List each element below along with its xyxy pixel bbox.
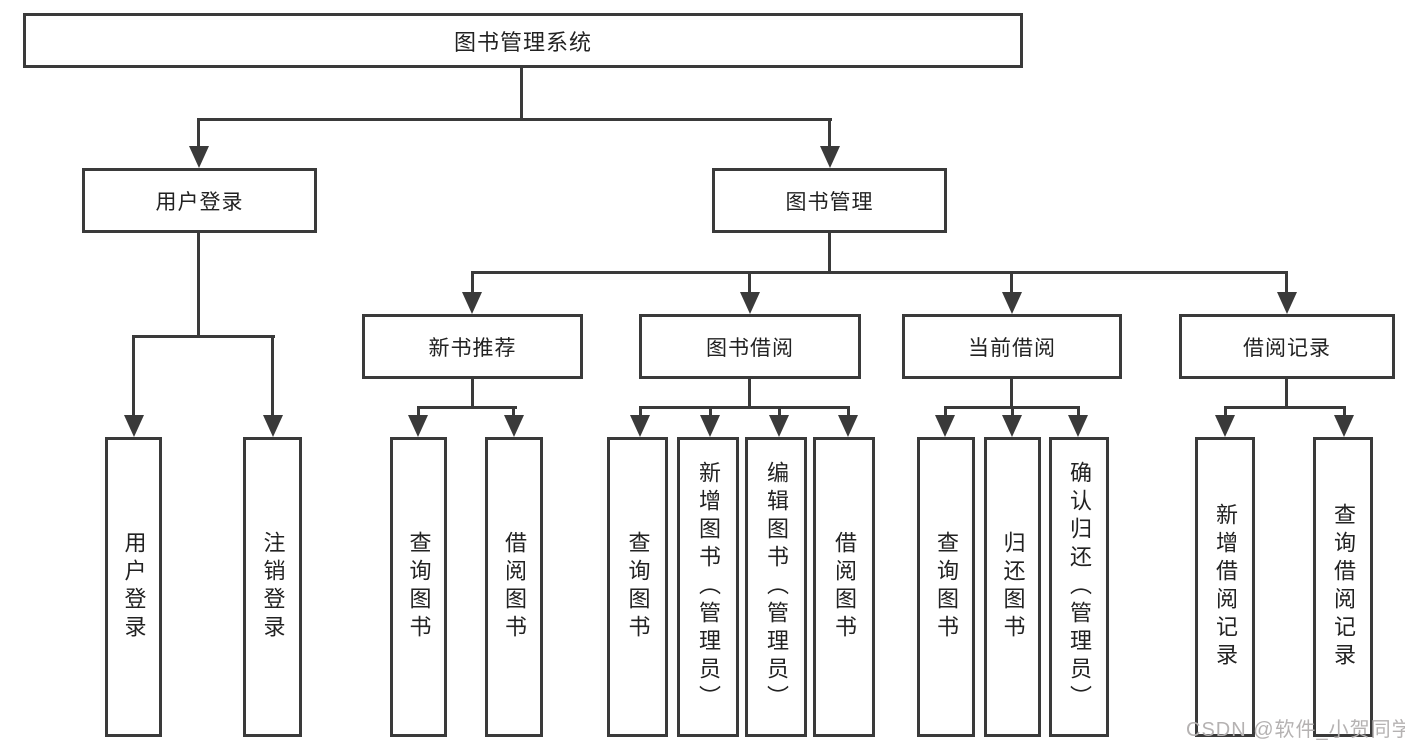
- connector-vline: [1010, 379, 1013, 408]
- leaf-edit-books-admin-label: 编辑图书（管理员）: [764, 461, 789, 713]
- connector-hline: [1225, 406, 1345, 409]
- csdn-watermark: CSDN @软件_小贺同学: [1186, 719, 1405, 741]
- leaf-query-books-current-label: 查询图书: [934, 531, 959, 643]
- arrowhead-down-icon: [408, 415, 428, 437]
- node-current-borrowing-label: 当前借阅: [968, 336, 1056, 360]
- connector-vline: [520, 68, 523, 120]
- leaf-logout-login-label: 注销登录: [260, 531, 286, 643]
- connector-vline: [197, 118, 200, 150]
- arrowhead-down-icon: [1277, 292, 1297, 314]
- connector-vline: [271, 335, 274, 417]
- connector-vline: [1224, 406, 1227, 417]
- leaf-add-books-admin-label: 新增图书（管理员）: [696, 461, 721, 713]
- node-borrow-records-label: 借阅记录: [1243, 336, 1331, 360]
- arrowhead-down-icon: [462, 292, 482, 314]
- node-user-login: 用户登录: [82, 168, 317, 233]
- node-book-borrowing: 图书借阅: [639, 314, 861, 379]
- arrowhead-down-icon: [1215, 415, 1235, 437]
- connector-vline: [748, 271, 751, 294]
- connector-vline: [1343, 406, 1346, 417]
- node-new-book-recommend-label: 新书推荐: [428, 336, 517, 360]
- connector-vline: [512, 406, 515, 417]
- connector-vline: [471, 379, 474, 408]
- connector-vline: [471, 271, 474, 294]
- leaf-user-login-label: 用户登录: [121, 531, 147, 643]
- connector-vline: [778, 406, 781, 417]
- leaf-query-books-recommend: 查询图书: [390, 437, 447, 737]
- connector-vline: [417, 406, 420, 417]
- node-user-login-label: 用户登录: [155, 190, 244, 214]
- connector-vline: [748, 379, 751, 408]
- arrowhead-down-icon: [1002, 415, 1022, 437]
- connector-vline: [709, 406, 712, 417]
- arrowhead-down-icon: [1334, 415, 1354, 437]
- leaf-add-borrow-record: 新增借阅记录: [1195, 437, 1255, 737]
- leaf-borrow-books-borrowing-label: 借阅图书: [832, 531, 857, 643]
- arrowhead-down-icon: [740, 292, 760, 314]
- leaf-query-borrow-record: 查询借阅记录: [1313, 437, 1373, 737]
- connector-hline: [197, 118, 832, 121]
- arrowhead-down-icon: [700, 415, 720, 437]
- connector-hline: [471, 271, 1288, 274]
- arrowhead-down-icon: [124, 415, 144, 437]
- leaf-borrow-books-recommend-label: 借阅图书: [502, 531, 527, 643]
- leaf-user-login: 用户登录: [105, 437, 162, 737]
- arrowhead-down-icon: [1002, 292, 1022, 314]
- connector-hline: [132, 335, 275, 338]
- arrowhead-down-icon: [189, 146, 209, 168]
- leaf-confirm-return-admin-label: 确认归还（管理员）: [1067, 461, 1092, 713]
- connector-vline: [132, 335, 135, 417]
- connector-hline: [640, 406, 849, 409]
- leaf-confirm-return-admin: 确认归还（管理员）: [1049, 437, 1109, 737]
- leaf-query-books-borrowing-label: 查询图书: [625, 531, 651, 643]
- node-current-borrowing: 当前借阅: [902, 314, 1122, 379]
- node-new-book-recommend: 新书推荐: [362, 314, 583, 379]
- arrowhead-down-icon: [935, 415, 955, 437]
- leaf-add-books-admin: 新增图书（管理员）: [677, 437, 739, 737]
- node-book-borrowing-label: 图书借阅: [706, 336, 794, 360]
- leaf-borrow-books-recommend: 借阅图书: [485, 437, 543, 737]
- leaf-add-borrow-record-label: 新增借阅记录: [1213, 503, 1238, 671]
- node-book-management-label: 图书管理: [785, 190, 874, 214]
- leaf-query-books-recommend-label: 查询图书: [406, 531, 432, 643]
- arrowhead-down-icon: [1068, 415, 1088, 437]
- node-library-system: 图书管理系统: [23, 13, 1023, 68]
- connector-vline: [828, 118, 831, 150]
- connector-vline: [1077, 406, 1080, 417]
- connector-vline: [847, 406, 850, 417]
- leaf-query-books-borrowing: 查询图书: [607, 437, 668, 737]
- arrowhead-down-icon: [769, 415, 789, 437]
- leaf-return-books-label: 归还图书: [1000, 531, 1026, 643]
- connector-vline: [944, 406, 947, 417]
- leaf-return-books: 归还图书: [984, 437, 1041, 737]
- arrowhead-down-icon: [630, 415, 650, 437]
- connector-vline: [828, 233, 831, 274]
- node-book-management: 图书管理: [712, 168, 947, 233]
- arrowhead-down-icon: [820, 146, 840, 168]
- connector-vline: [197, 233, 200, 337]
- connector-vline: [1011, 406, 1014, 417]
- connector-hline: [417, 406, 517, 409]
- node-borrow-records: 借阅记录: [1179, 314, 1395, 379]
- arrowhead-down-icon: [263, 415, 283, 437]
- connector-vline: [1285, 379, 1288, 408]
- connector-vline: [1010, 271, 1013, 294]
- leaf-borrow-books-borrowing: 借阅图书: [813, 437, 875, 737]
- node-library-system-label: 图书管理系统: [453, 29, 592, 55]
- leaf-logout-login: 注销登录: [243, 437, 302, 737]
- connector-vline: [639, 406, 642, 417]
- leaf-query-borrow-record-label: 查询借阅记录: [1331, 503, 1356, 671]
- arrowhead-down-icon: [504, 415, 524, 437]
- connector-vline: [1285, 271, 1288, 294]
- arrowhead-down-icon: [838, 415, 858, 437]
- leaf-query-books-current: 查询图书: [917, 437, 975, 737]
- leaf-edit-books-admin: 编辑图书（管理员）: [745, 437, 807, 737]
